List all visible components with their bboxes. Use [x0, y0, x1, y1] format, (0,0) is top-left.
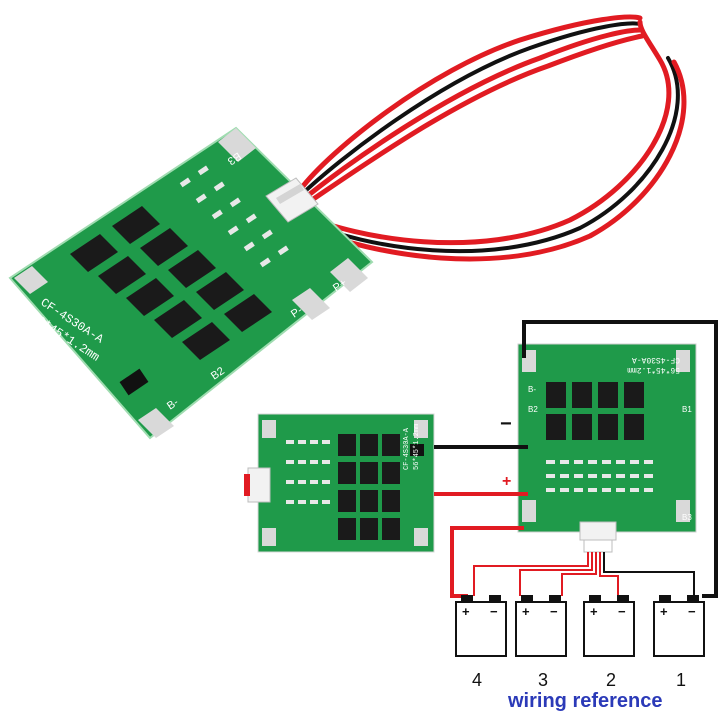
- negative-sign: −: [500, 413, 512, 435]
- balance-connector-small: [244, 467, 271, 503]
- battery-number-2: 2: [606, 670, 616, 690]
- battery-cell-2: [583, 595, 635, 657]
- wiring-lines: [434, 320, 718, 598]
- mosfet-array-small: [338, 434, 400, 540]
- pad-label-b-minus-diagram: B-: [528, 385, 536, 394]
- wiring-reference-caption: wiring reference: [508, 690, 663, 712]
- battery-3-minus: −: [550, 604, 558, 619]
- bms-board-diagram: CF-4S30A-A 56*45*1.2mm B- B2 B1 B3: [517, 343, 697, 553]
- battery-4-plus: +: [462, 604, 470, 619]
- bms-board-large: B3 B2 B- P+ P- CF-4S30A-A 56*45*1.2mm: [8, 126, 374, 440]
- balance-connector-diagram: [579, 521, 617, 553]
- battery-2-minus: −: [618, 604, 626, 619]
- bms-board-small: CF-4S30A-A 56*45*1.2mm: [244, 413, 435, 553]
- pad-label-b2-diagram: B2: [528, 405, 538, 414]
- battery-cell-3: [515, 595, 567, 657]
- battery-4-minus: −: [490, 604, 498, 619]
- pad-label-b3-diagram: B3: [682, 513, 692, 522]
- balance-connector-large: [265, 177, 319, 223]
- wire-harness: [297, 14, 687, 262]
- smd-components-diagram: [546, 460, 653, 492]
- silk-size-small: 56*45*1.2mm: [413, 424, 421, 470]
- battery-1-minus: −: [688, 604, 696, 619]
- positive-sign: +: [502, 473, 511, 490]
- smd-components-large: [179, 165, 289, 268]
- terminal-signs: + − + − + − + −: [462, 604, 696, 619]
- battery-3-plus: +: [522, 604, 530, 619]
- battery-cells: [455, 595, 705, 657]
- mosfet-array-large: [70, 206, 272, 360]
- smd-components-small: [286, 440, 330, 504]
- battery-numbers: 4 3 2 1: [472, 670, 686, 690]
- battery-cell-4: [455, 595, 507, 657]
- mosfet-array-diagram: [546, 382, 644, 440]
- pad-label-b1-diagram: B1: [682, 405, 692, 414]
- battery-2-plus: +: [590, 604, 598, 619]
- battery-number-4: 4: [472, 670, 482, 690]
- battery-1-plus: +: [660, 604, 668, 619]
- battery-cell-1: [653, 595, 705, 657]
- silk-model-small: CF-4S30A-A: [403, 427, 411, 470]
- battery-number-1: 1: [676, 670, 686, 690]
- battery-number-3: 3: [538, 670, 548, 690]
- silk-model-diagram: CF-4S30A-A: [632, 355, 680, 364]
- silk-size-diagram: 56*45*1.2mm: [627, 365, 680, 374]
